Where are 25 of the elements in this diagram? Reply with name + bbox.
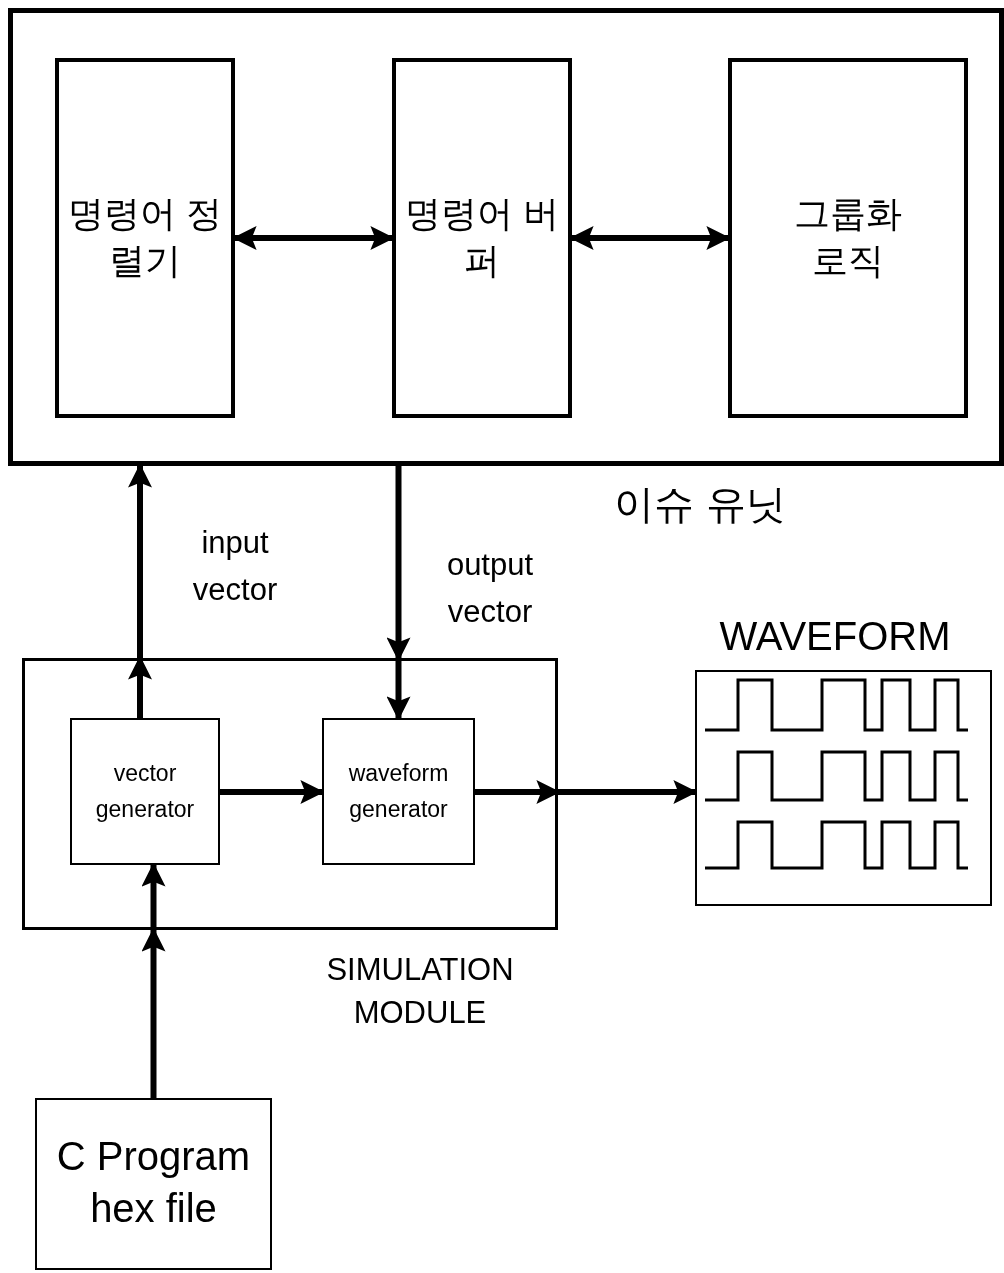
block-label: waveform generator [347,758,450,825]
block-label: 그룹화 로직 [793,192,903,283]
block-box [322,718,475,865]
block-label: 명령어 정렬기 [67,192,223,283]
block-label: 명령어 버퍼 [404,192,560,283]
heading-label: SIMULATION MODULE [325,951,515,1033]
heading-label: WAVEFORM [718,613,952,660]
block-box [55,58,235,418]
block-box [728,58,968,418]
arrow [475,780,695,804]
arrow [569,226,731,250]
block-label: vector generator [94,758,196,825]
arrow [142,865,166,1098]
arrow [128,466,152,718]
unit-box [8,8,1004,466]
heading-label: 이슈 유닛 [613,481,787,528]
arrow [232,226,395,250]
source-box [35,1098,272,1270]
arrow [387,466,411,718]
arrow [220,780,325,804]
block-box [392,58,572,418]
block-label: C Program hex file [55,1133,252,1232]
block-box [70,718,220,865]
waveform-box [695,670,992,906]
module-box [22,658,558,930]
